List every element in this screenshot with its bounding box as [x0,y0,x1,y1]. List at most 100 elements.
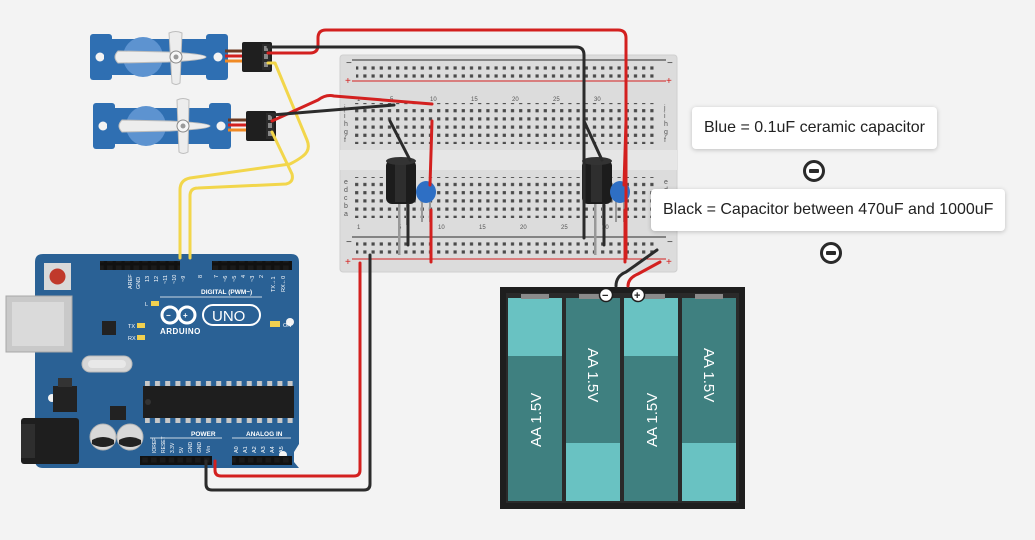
svg-text:h: h [344,121,348,128]
svg-text:20: 20 [512,97,519,103]
annotation-blue-pin-icon[interactable] [803,160,825,182]
led-l-label: L [145,302,148,308]
battery-cell-4: AA 1.5V [682,294,736,501]
wire-servo1-ground-black[interactable] [266,45,586,240]
svg-text:e: e [664,179,668,186]
svg-text:3.3V: 3.3V [170,442,176,453]
top-rail-minus-label: − [346,58,352,69]
svg-text:A2: A2 [252,446,258,453]
svg-text:g: g [344,129,348,136]
digital-pwm-label: DIGITAL (PWM~) [201,289,252,296]
arduino-uno-board[interactable]: AREF GND 13 12 ~11 ~10 ~9 8 7 ~6 ~5 4 ~3… [5,254,299,468]
annotation-black-pin-icon[interactable] [820,242,842,264]
annotation-blue-capacitor[interactable]: Blue = 0.1uF ceramic capacitor [692,107,937,149]
servo-motor-2[interactable] [93,98,231,154]
wire-cap1-ground-black[interactable] [388,119,412,162]
battery-minus-terminal[interactable]: − [598,287,614,303]
battery-plus-terminal[interactable]: + [630,287,646,303]
top-rail-holes [356,62,656,78]
uno-badge [202,304,261,326]
svg-text:−: − [602,290,608,302]
svg-text:c: c [344,195,348,202]
digital-pin-labels: AREF GND 13 12 ~11 ~10 ~9 8 7 ~6 ~5 4 ~3… [128,274,287,292]
svg-text:~6: ~6 [223,276,229,282]
wire-arduino-vin-red[interactable] [213,261,362,478]
svg-text:13: 13 [145,276,151,282]
top-rail-minus-label-right: − [667,58,673,69]
svg-text:AA 1.5V: AA 1.5V [528,393,545,447]
svg-text:IOREF: IOREF [152,438,158,453]
analog-section-label: ANALOG IN [246,431,283,438]
board-capacitor-1 [89,423,117,451]
svg-text:25: 25 [553,97,560,103]
reset-button[interactable] [49,268,66,285]
led-tx-label: TX [128,324,135,330]
wire-cap2-ground-black[interactable] [582,119,604,162]
svg-text:25: 25 [561,225,568,231]
uno-model-text: UNO [212,308,245,325]
svg-text:10: 10 [430,97,437,103]
power-section-label: POWER [191,431,216,438]
svg-text:8: 8 [198,275,204,278]
wire-servo2-ground-black[interactable] [270,103,396,117]
svg-text:20: 20 [520,225,527,231]
servo-1-horn [114,50,207,64]
servo-1-cable [225,49,244,63]
wire-cap1-power-red[interactable] [428,119,434,187]
mount-hole-2 [286,318,294,326]
svg-text:~11: ~11 [163,275,169,284]
wire-cap2-power-red[interactable] [622,119,628,187]
wire-servo2-signal-yellow[interactable] [188,130,294,260]
svg-text:5V: 5V [179,446,185,453]
top-rail-plus-label-right: + [666,76,672,87]
battery-pack-4xAA[interactable]: AA 1.5V AA 1.5V AA 1.5V AA 1.5V − + [500,287,745,509]
svg-text:12: 12 [154,276,160,282]
svg-text:15: 15 [471,97,478,103]
led-tx [137,323,145,328]
svg-text:i: i [664,113,666,120]
electrolytic-capacitor-2[interactable] [582,157,612,255]
dc-power-jack [21,418,79,464]
servo-1-connector[interactable] [242,42,272,72]
svg-text:A3: A3 [261,446,267,453]
servo-motor-1[interactable] [90,31,228,85]
svg-text:30: 30 [594,97,601,103]
svg-text:AA 1.5V: AA 1.5V [700,348,717,402]
svg-text:15: 15 [479,225,486,231]
atmega-chip-pins-top [145,381,295,387]
svg-text:A5: A5 [279,446,285,453]
terminal-strip-top-holes [354,103,657,144]
wire-servo1-power-red[interactable] [266,28,628,260]
servo-1-screw-hole-right [213,52,223,62]
svg-text:AA 1.5V: AA 1.5V [644,393,661,447]
svg-text:4: 4 [241,275,247,278]
servo-2-shaft-screw [180,123,186,129]
voltage-regulator [53,386,77,412]
wire-servo2-power-red[interactable] [270,94,434,123]
svg-text:A4: A4 [270,446,276,453]
svg-text:A0: A0 [234,446,240,453]
svg-text:g: g [664,129,668,136]
row-letters-left: j i h g f e d c b a [343,105,348,218]
svg-text:~10: ~10 [172,275,178,284]
svg-text:f: f [344,137,346,144]
board-capacitor-2 [116,423,144,451]
wire-battery-plus-red[interactable] [626,260,662,288]
svg-text:Vin: Vin [206,446,212,453]
wire-battery-minus-black[interactable] [614,248,659,288]
ceramic-capacitor-1[interactable] [416,181,436,222]
wire-servo1-signal-yellow[interactable] [178,61,310,260]
servo-2-connector[interactable] [246,111,276,141]
svg-text:TX→1: TX→1 [271,276,277,292]
top-rail-plus-label: + [345,76,351,87]
usb-connector-inner [12,302,64,346]
atmega-chip-pins-bottom [145,417,295,423]
svg-text:d: d [344,187,348,194]
svg-text:RESET: RESET [161,436,167,453]
svg-text:GND: GND [197,442,203,454]
annotation-black-capacitor[interactable]: Black = Capacitor between 470uF and 1000… [651,189,1006,231]
svg-text:30: 30 [602,225,609,231]
svg-text:h: h [664,121,668,128]
wire-arduino-gnd-black[interactable] [204,253,372,492]
servo-2-cable [228,118,248,132]
